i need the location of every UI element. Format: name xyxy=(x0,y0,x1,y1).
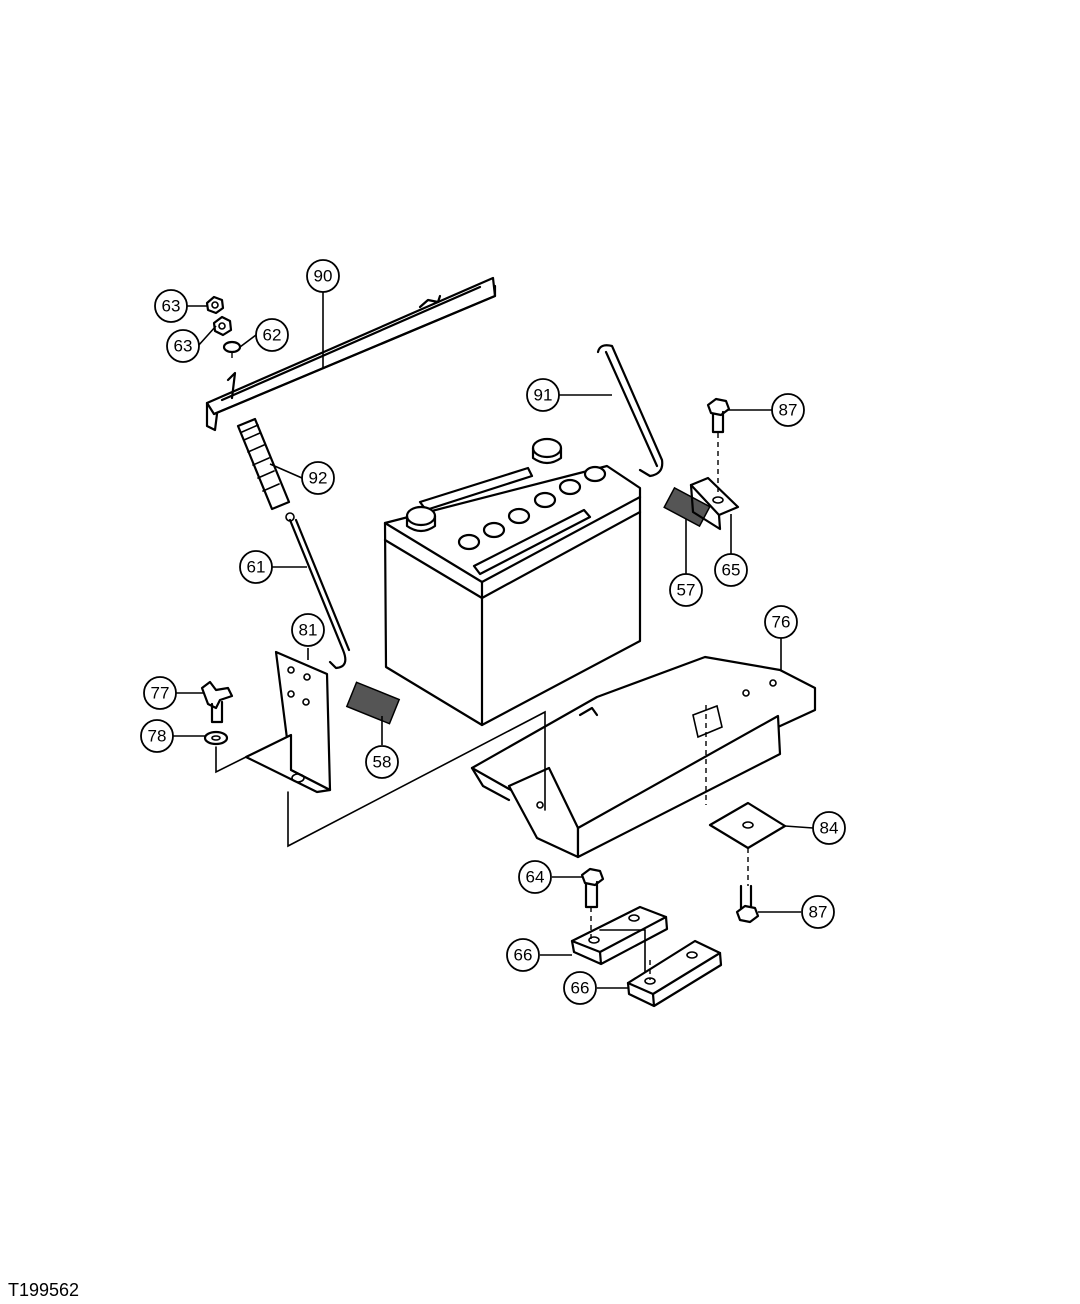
leader-lines xyxy=(173,290,814,989)
rubber-sleeve xyxy=(236,417,291,511)
callout-label: 92 xyxy=(309,469,328,488)
callout: 63 xyxy=(166,329,200,363)
callout-label: 66 xyxy=(514,946,533,965)
callout-label: 84 xyxy=(820,819,839,838)
callout: 91 xyxy=(526,378,560,412)
callout-label: 63 xyxy=(162,297,181,316)
bolt-87-bottom xyxy=(735,884,760,924)
clamp-lower xyxy=(626,939,723,1008)
callout: 87 xyxy=(801,895,835,929)
hold-down-bar xyxy=(205,276,497,432)
callout: 66 xyxy=(563,971,597,1005)
callout: 64 xyxy=(518,860,552,894)
hook-rod xyxy=(285,512,351,670)
callout: 87 xyxy=(771,393,805,427)
callout: 65 xyxy=(714,553,748,587)
callout: 57 xyxy=(669,573,703,607)
left-bracket xyxy=(244,650,332,794)
callout-label: 90 xyxy=(314,267,333,286)
callout-label: 64 xyxy=(526,868,545,887)
callout: 92 xyxy=(301,461,335,495)
figure-id-label: T199562 xyxy=(8,1280,80,1300)
callout-label: 87 xyxy=(809,903,828,922)
callout: 78 xyxy=(140,719,174,753)
callout: 76 xyxy=(764,605,798,639)
nut-stack xyxy=(205,295,242,354)
alignment-lines xyxy=(215,353,749,980)
small-bracket xyxy=(689,476,740,531)
bolt-87-top xyxy=(706,397,731,434)
callout: 63 xyxy=(154,289,188,323)
callout-label: 77 xyxy=(151,684,170,703)
callout: 62 xyxy=(255,318,289,352)
callout-label: 87 xyxy=(779,401,798,420)
callout: 61 xyxy=(239,550,273,584)
callout: 66 xyxy=(506,938,540,972)
battery xyxy=(383,437,642,727)
callout-label: 62 xyxy=(263,326,282,345)
callout-label: 76 xyxy=(772,613,791,632)
bolt-64 xyxy=(580,867,605,909)
wing-bolt xyxy=(200,680,234,746)
callout-label: 78 xyxy=(148,727,167,746)
callout: 58 xyxy=(365,745,399,779)
callout: 77 xyxy=(143,676,177,710)
callout: 81 xyxy=(291,613,325,647)
callout-label: 91 xyxy=(534,386,553,405)
hook-rod-right xyxy=(596,344,664,478)
battery-tray xyxy=(470,655,817,859)
pad-58 xyxy=(345,681,401,725)
callout-label: 63 xyxy=(174,337,193,356)
callout: 84 xyxy=(812,811,846,845)
plate-84 xyxy=(708,801,787,850)
callout: 90 xyxy=(306,259,340,293)
callout-label: 81 xyxy=(299,621,318,640)
callout-label: 66 xyxy=(571,979,590,998)
callout-label: 61 xyxy=(247,558,266,577)
callout-label: 58 xyxy=(373,753,392,772)
callout-label: 65 xyxy=(722,561,741,580)
callout-label: 57 xyxy=(677,581,696,600)
clamp-upper xyxy=(570,905,669,966)
